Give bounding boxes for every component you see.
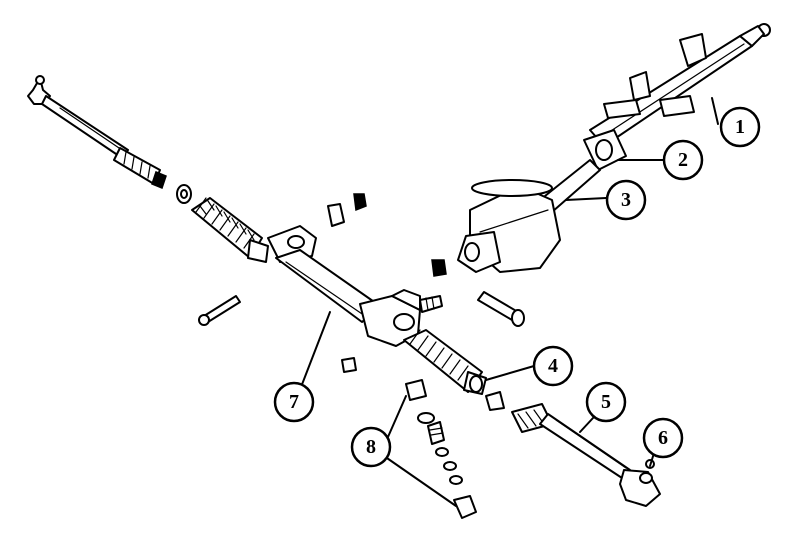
callout-5: 5 <box>585 381 627 423</box>
universal-joint <box>583 129 627 171</box>
coupling-gaiter <box>431 179 561 327</box>
callout-2: 2 <box>662 139 704 181</box>
callout-7-label: 7 <box>289 391 299 413</box>
rack-housing <box>267 225 443 347</box>
callout-3-label: 3 <box>621 189 631 211</box>
fasteners <box>198 193 505 411</box>
callout-5-label: 5 <box>601 391 611 413</box>
callout-7: 7 <box>273 381 315 423</box>
callout-8-label: 8 <box>366 436 376 458</box>
left-tie-rod-assembly <box>27 75 192 204</box>
callout-1-label: 1 <box>735 116 745 138</box>
right-bellows-boot <box>403 329 487 395</box>
callout-2-label: 2 <box>678 149 688 171</box>
callout-4: 4 <box>532 345 574 387</box>
right-tie-rod <box>511 403 631 479</box>
left-bellows-boot <box>191 197 269 263</box>
rack-yoke-assembly <box>405 379 477 519</box>
callout-1: 1 <box>719 106 761 148</box>
callout-8: 8 <box>350 426 392 468</box>
callout-3: 3 <box>605 179 647 221</box>
callout-6-label: 6 <box>658 427 668 449</box>
callout-4-label: 4 <box>548 355 558 377</box>
callout-6: 6 <box>642 417 684 459</box>
